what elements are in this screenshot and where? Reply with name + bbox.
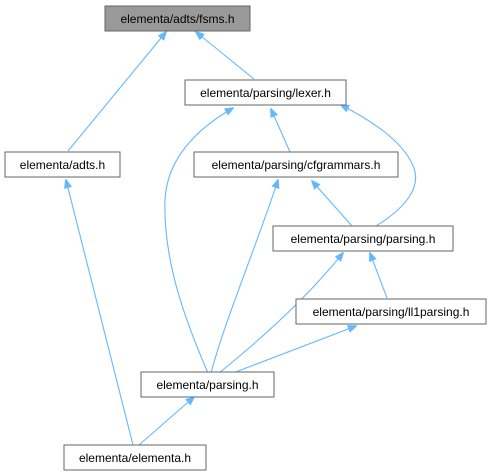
node-elementa-h[interactable]: elementa/elementa.h: [63, 444, 207, 471]
node-label: elementa/parsing.h: [156, 378, 258, 392]
edges: [66, 32, 417, 446]
edge-parsing-parsing-to-cfgrammars: [312, 181, 353, 227]
edge-ll1parsing-to-parsing-parsing: [370, 253, 388, 299]
node-label: elementa/parsing/ll1parsing.h: [313, 305, 470, 319]
edge-elementa-to-parsing: [138, 397, 194, 446]
edge-parsing-to-ll1parsing: [232, 326, 356, 374]
node-label: elementa/adts/fsms.h: [120, 12, 234, 26]
edge-parsing-to-parsing-parsing: [218, 253, 343, 374]
node-parsing-parsing-h[interactable]: elementa/parsing/parsing.h: [272, 225, 454, 252]
node-fsms-h[interactable]: elementa/adts/fsms.h: [104, 5, 251, 32]
edge-parsing-parsing-to-lexer: [341, 105, 417, 227]
edge-parsing-to-lexer: [164, 108, 233, 374]
node-lexer-h[interactable]: elementa/parsing/lexer.h: [184, 79, 347, 106]
node-label: elementa/parsing/lexer.h: [200, 86, 331, 100]
edge-cfgrammars-to-lexer: [271, 109, 291, 153]
edge-adts-to-fsms: [67, 32, 166, 152]
node-label: elementa/parsing/parsing.h: [291, 232, 436, 246]
node-ll1parsing-h[interactable]: elementa/parsing/ll1parsing.h: [295, 298, 487, 325]
node-adts-h[interactable]: elementa/adts.h: [4, 151, 121, 178]
node-parsing-h[interactable]: elementa/parsing.h: [140, 371, 275, 398]
edge-parsing-to-cfgrammars: [210, 180, 278, 374]
edge-lexer-to-fsms: [196, 32, 255, 80]
edge-elementa-to-adts: [66, 180, 134, 446]
node-cfgrammars-h[interactable]: elementa/parsing/cfgrammars.h: [193, 151, 399, 178]
node-label: elementa/elementa.h: [79, 451, 191, 465]
node-label: elementa/parsing/cfgrammars.h: [212, 158, 381, 172]
node-label: elementa/adts.h: [20, 158, 105, 172]
